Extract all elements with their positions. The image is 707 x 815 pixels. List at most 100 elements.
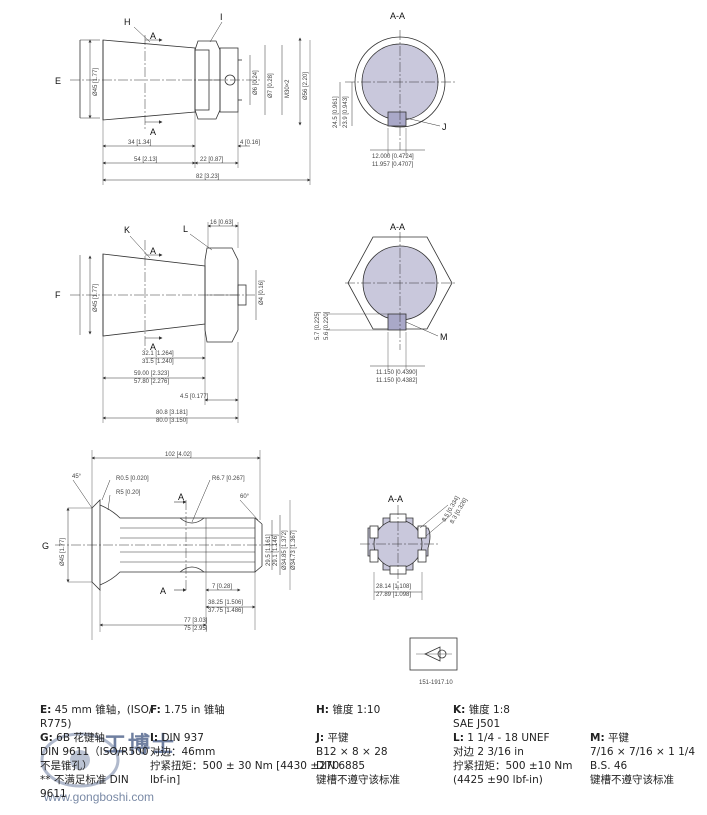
dim: 57.80 [2.276] <box>134 379 169 385</box>
legend-col-2: F: 1.75 in 锥轴 I: DIN 937 对边：46mm 拧紧扭矩：50… <box>150 703 340 787</box>
legend-key-k: K: <box>453 704 466 716</box>
legend-text: 6B 花键轴 <box>56 732 105 744</box>
watermark-logo <box>40 732 120 788</box>
legend-col-4: K: 锥度 1:8 SAE J501 L: 1 1/4 - 18 UNEF 对边… <box>453 703 588 787</box>
label-j: J <box>442 122 447 132</box>
dim: 29.5 [1.161] <box>266 534 272 566</box>
legend-text: ** 不满足标准 DIN <box>40 774 129 786</box>
legend-text: 1.75 in 锥轴 <box>164 704 225 716</box>
legend-text: DIN 9611（ISO/R500 <box>40 746 149 758</box>
dim: 80.8 [3.181] <box>156 410 188 416</box>
dim: R6.7 [0.267] <box>212 476 245 482</box>
section-arrow-a: A <box>150 127 156 137</box>
legend-text: DIN 937 <box>161 732 204 744</box>
legend-key-j: J: <box>316 732 325 744</box>
dim: 75 [2.95] <box>184 626 208 632</box>
legend-text: 锥度 1:8 <box>468 704 510 716</box>
dim: 102 [4.02] <box>165 452 192 458</box>
section-f-tapered-shaft <box>70 222 257 423</box>
dim: Ø34.85 [1.372] <box>282 530 288 570</box>
dim: 23.9 [0.943] <box>343 96 349 128</box>
legend-key-g: G: <box>40 732 53 744</box>
dim: 59.00 [2.323] <box>134 371 169 377</box>
legend-text: (4425 ±90 lbf-in) <box>453 774 543 786</box>
dim: 60° <box>240 494 250 500</box>
legend-text: 键槽不遵守该标准 <box>590 774 674 786</box>
dim: 82 [3.23] <box>196 174 220 180</box>
legend-text: 9611 <box>40 788 67 800</box>
dim: R5 [0.20] <box>116 490 141 496</box>
section-arrow-a: A <box>150 31 156 41</box>
legend-key-h: H: <box>316 704 329 716</box>
aa-title: A-A <box>390 222 405 232</box>
dim: 32.1 [1.264] <box>142 351 174 357</box>
legend-text: B12 × 8 × 28 <box>316 746 388 758</box>
section-g-splined-shaft <box>55 450 291 640</box>
dim: 5.7 [0.225] <box>315 311 321 340</box>
section-e-aa-view <box>339 30 455 156</box>
dim: 11.150 [0.4390] <box>376 370 418 376</box>
dim: M30×2 <box>285 79 291 98</box>
dim: 27.89 [1.098] <box>376 592 411 598</box>
label-m: M <box>440 332 448 342</box>
dim: 24.5 [0.961] <box>333 96 339 128</box>
section-arrow-a: A <box>150 246 156 256</box>
label-k: K <box>124 225 130 235</box>
legend-key-f: F: <box>150 704 161 716</box>
legend-key-m: M: <box>590 732 605 744</box>
dim: Ø56 [2.20] <box>303 72 309 100</box>
dim: 11.957 [0.4707] <box>372 162 414 168</box>
dim: Ø45 [1.77] <box>60 538 66 566</box>
legend-col-3: H: 锥度 1:10 J: 平键 B12 × 8 × 28 DIN 6885 键… <box>316 703 446 787</box>
dim: 16 [0.63] <box>210 220 234 226</box>
watermark-url: www.gongboshi.com <box>44 790 155 804</box>
dim: 7 [0.28] <box>212 584 232 590</box>
section-f-aa-view <box>326 232 455 370</box>
legend-text: 1 1/4 - 18 UNEF <box>467 732 550 744</box>
dim: 31.5 [1.240] <box>142 359 174 365</box>
legend-text: 平键 <box>608 732 629 744</box>
aa-title: A-A <box>388 494 403 504</box>
legend-key-i: I: <box>150 732 159 744</box>
dim: 28.14 [1.108] <box>376 584 411 590</box>
dim: 12.000 [0.4724] <box>372 154 414 160</box>
legend-text: 拧紧扭矩：500 ± 30 Nm [4430 ±270 <box>150 760 340 772</box>
legend-text: 锥度 1:10 <box>332 704 381 716</box>
dim: 5.6 [0.220] <box>324 311 330 340</box>
dim: 38.25 [1.506] <box>208 600 243 606</box>
section-arrow-a: A <box>178 492 184 502</box>
legend-col-5: M: 平键 7/16 × 7/16 × 1 1/4 B.S. 46 键槽不遵守该… <box>590 703 705 787</box>
dim: 11.150 [0.4382] <box>376 378 418 384</box>
dim: Ø45 [1.77] <box>93 284 99 312</box>
legend-text: B.S. 46 <box>590 760 628 772</box>
section-arrow-a: A <box>160 586 166 596</box>
dim: 45° <box>72 474 82 480</box>
legend-text: 7/16 × 7/16 × 1 1/4 <box>590 746 696 758</box>
dim: R0.5 [0.020] <box>116 476 149 482</box>
drawing-ref-code: 151-1917.10 <box>419 680 453 686</box>
legend-text: 平键 <box>327 732 349 744</box>
dim: 4.5 [0.177] <box>180 394 209 400</box>
dim: 29.1 [1.146] <box>273 534 279 566</box>
label-e: E <box>55 76 61 86</box>
dim: Ø4 [0.16] <box>259 280 265 305</box>
dim: 34 [1.34] <box>128 140 152 146</box>
legend-text: 键槽不遵守该标准 <box>316 774 400 786</box>
watermark-text-cn: 工博士 <box>104 733 177 758</box>
legend-text: 对边 2 3/16 in <box>453 746 524 758</box>
dim: Ø34.73 [1.367] <box>291 530 297 570</box>
legend-text: 45 mm 锥轴，(ISO/ <box>54 704 153 716</box>
dim: Ø7 [0.28] <box>268 73 274 98</box>
dim: 54 [2.13] <box>134 157 158 163</box>
label-f: F <box>55 290 61 300</box>
legend-text: 拧紧扭矩：500 ±10 Nm <box>453 760 573 772</box>
legend-text: DIN 6885 <box>316 760 366 772</box>
section-arrow-a: A <box>150 342 156 352</box>
legend: E: 45 mm 锥轴，(ISO/ R775) G: 6B 花键轴 DIN 96… <box>0 703 707 815</box>
dim: 22 [0.87] <box>200 157 224 163</box>
label-l: L <box>183 224 188 234</box>
legend-text: SAE J501 <box>453 718 501 730</box>
dim: 37.75 [1.486] <box>208 608 243 614</box>
legend-text: lbf-in] <box>150 774 181 786</box>
legend-col-1: E: 45 mm 锥轴，(ISO/ R775) G: 6B 花键轴 DIN 96… <box>40 703 153 801</box>
